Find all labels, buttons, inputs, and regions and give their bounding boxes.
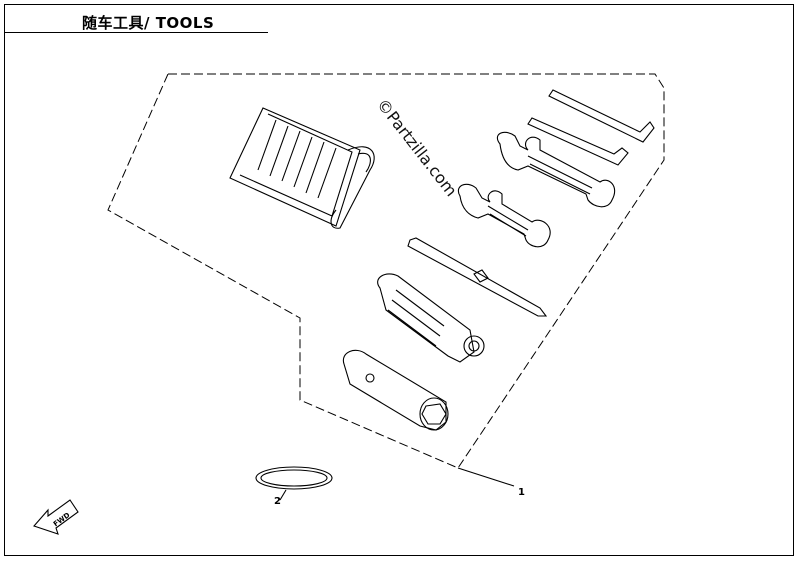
fwd-arrow-icon bbox=[33, 499, 79, 535]
leader-line-1 bbox=[457, 467, 515, 487]
spark-plug-socket-icon bbox=[342, 349, 449, 431]
callout-2: 2 bbox=[274, 496, 281, 507]
tool-kit-outline bbox=[107, 73, 665, 469]
page-title: 随车工具/ TOOLS bbox=[82, 14, 215, 32]
screwdriver-handle-icon bbox=[377, 273, 485, 363]
title-block: 随车工具/ TOOLS bbox=[4, 4, 268, 33]
hex-key-large-icon bbox=[548, 89, 655, 143]
open-end-wrench-1-icon bbox=[496, 131, 616, 208]
leader-line-2 bbox=[279, 489, 287, 501]
callout-1: 1 bbox=[518, 487, 525, 498]
o-ring-icon bbox=[255, 466, 333, 490]
open-end-wrench-2-icon bbox=[458, 183, 551, 248]
screwdriver-blade-icon bbox=[407, 237, 548, 317]
drawing-frame bbox=[4, 4, 794, 556]
hex-key-small-icon bbox=[527, 117, 629, 166]
tool-bag-icon bbox=[229, 107, 375, 229]
